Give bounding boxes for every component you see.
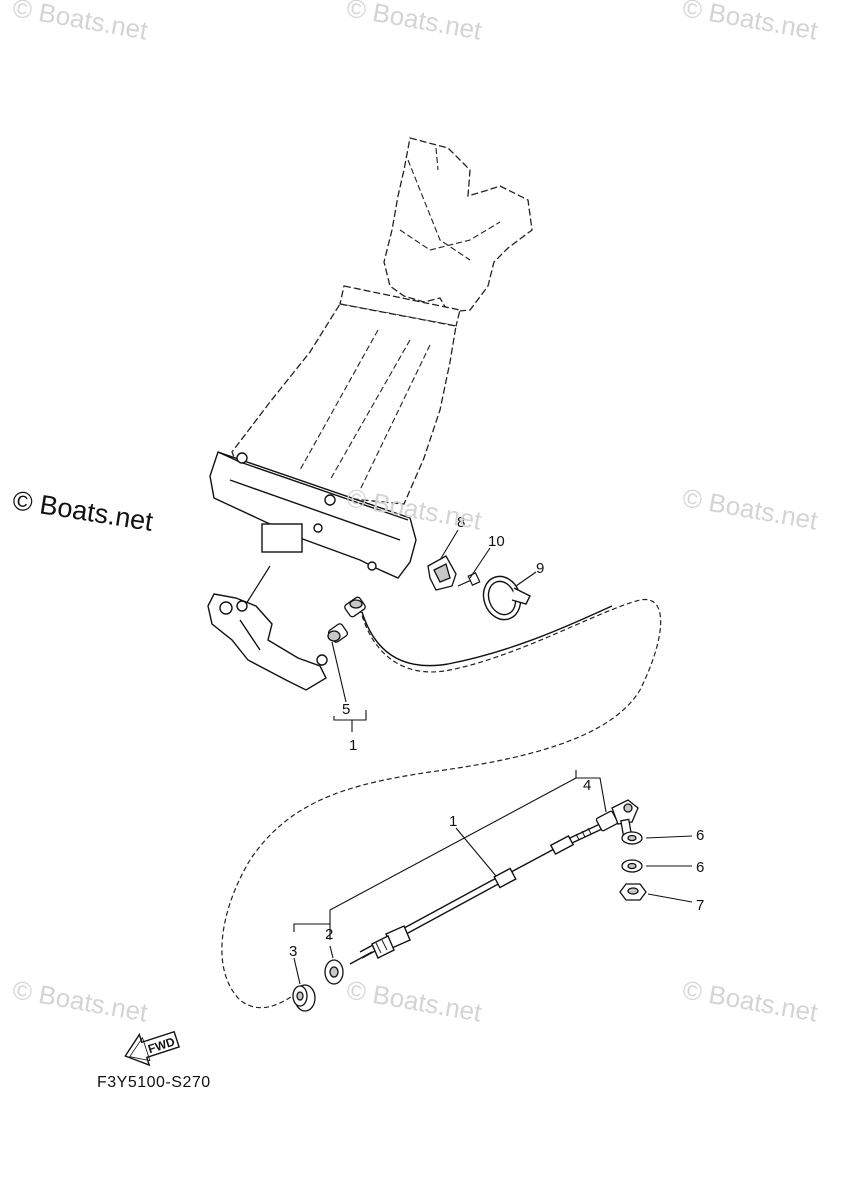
- callout-9: 9: [536, 560, 544, 577]
- callout-labels: 8 10 9 5 1 4 1 6 6 7 2 3: [289, 514, 704, 960]
- callout-2: 2: [325, 926, 333, 943]
- nut-part-7: [619, 883, 647, 901]
- steering-column-outline: [231, 137, 533, 505]
- washer-part-6a: [621, 831, 643, 845]
- grommet-part-3: [292, 984, 316, 1012]
- callout-3: 3: [289, 943, 297, 960]
- steering-column-inner-lines: [299, 147, 501, 491]
- callout-1-bottom: 1: [449, 813, 457, 830]
- cable-sheath: [361, 605, 613, 667]
- cable-end-fittings: [327, 596, 366, 643]
- callout-10: 10: [488, 533, 505, 550]
- callout-6b: 6: [696, 859, 704, 876]
- callout-7: 7: [696, 897, 704, 914]
- lower-arm-bracket: [207, 593, 328, 691]
- washer-part-6b: [621, 859, 643, 873]
- cable-assembly: [349, 823, 603, 965]
- thread-ticks: [375, 827, 592, 954]
- band-part-9: [482, 575, 531, 621]
- callout-5: 5: [342, 701, 350, 718]
- washer-part-2: [324, 959, 344, 985]
- fwd-arrow: FWD: [124, 1030, 180, 1067]
- leader-lines: [293, 529, 693, 985]
- drawing-code: F3Y5100-S270: [97, 1074, 211, 1091]
- callout-1-top: 1: [349, 737, 357, 754]
- ball-joint-part-4: [595, 799, 639, 836]
- callout-4: 4: [583, 777, 591, 794]
- callout-6a: 6: [696, 827, 704, 844]
- screw-part-10: [457, 571, 481, 587]
- cable-route-path: [221, 598, 662, 1009]
- clip-part-8: [427, 555, 457, 591]
- lower-clamp: [209, 451, 417, 579]
- callout-8: 8: [457, 514, 465, 531]
